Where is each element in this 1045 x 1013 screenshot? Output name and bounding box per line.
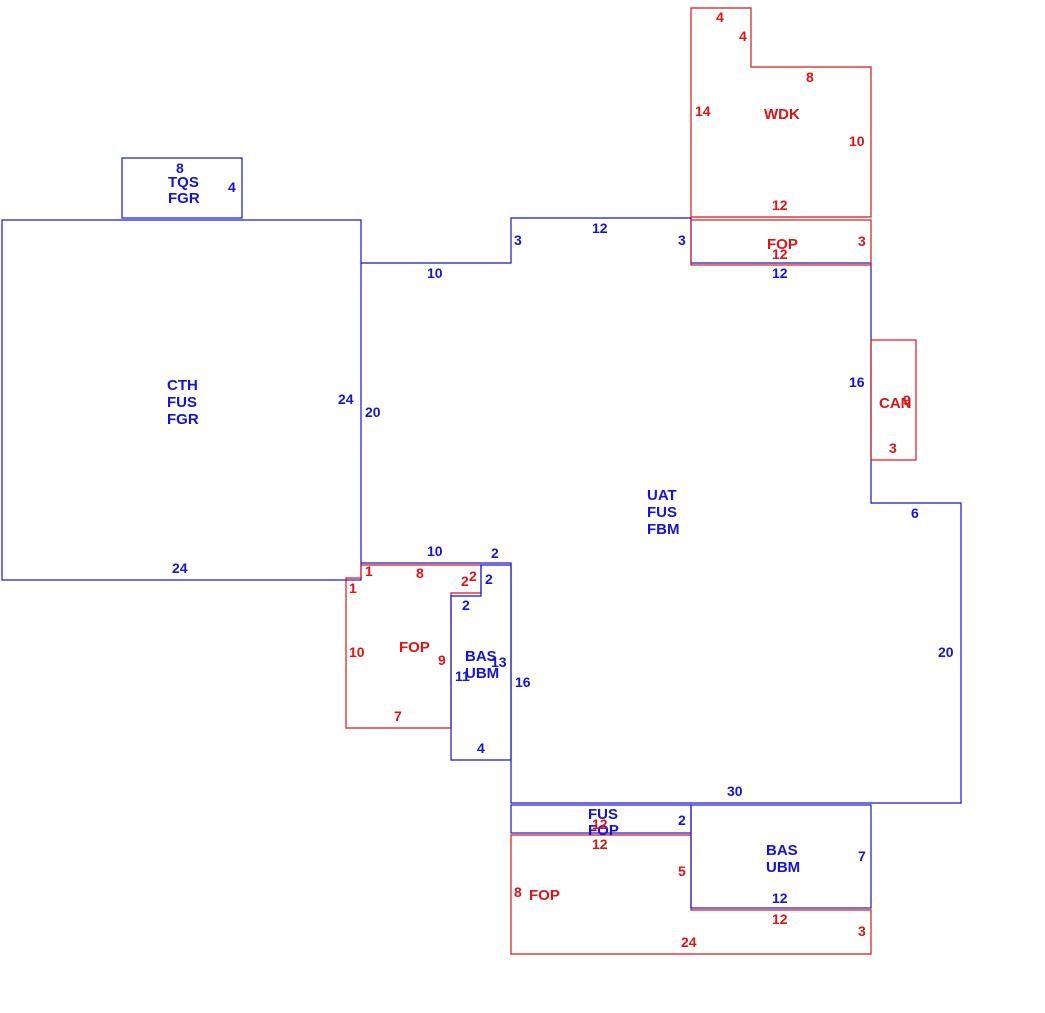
dim-label: 16	[849, 374, 865, 390]
area-fop-top-outline	[690, 219, 872, 266]
dim-label: 3	[858, 233, 866, 249]
dim-label: 8	[806, 69, 814, 85]
area-uat-label-1: UAT	[647, 487, 677, 504]
dim-label: 12	[772, 265, 788, 281]
dim-label: 2	[469, 568, 477, 584]
dim-label: 3	[858, 923, 866, 939]
area-fus-fop-label-1: FUS	[588, 806, 618, 823]
dim-label: 24	[172, 560, 188, 576]
area-bas-right-label-2: UBM	[766, 859, 800, 876]
dim-label: 8	[514, 884, 522, 900]
area-can-label: CAN	[879, 395, 912, 412]
dim-label: 9	[903, 392, 911, 408]
dim-label: 2	[485, 571, 493, 587]
dim-label: 11	[455, 668, 470, 684]
area-bas-right-label-1: BAS	[766, 842, 798, 859]
area-wdk-outline	[690, 7, 872, 218]
area-cth-label-2: FUS	[167, 394, 197, 411]
dim-label: 12	[592, 816, 608, 832]
dim-label: 12	[592, 836, 608, 852]
area-tqs-label-1: TQS	[168, 174, 199, 191]
area-fus-fop-label-2: FOP	[588, 822, 619, 839]
dim-label: 10	[427, 265, 443, 281]
dim-label: 4	[228, 179, 236, 195]
dim-label: 12	[772, 246, 788, 262]
area-wdk-label: WDK	[764, 106, 800, 123]
area-tqs-label-2: FGR	[168, 190, 200, 207]
area-fop-top-label: FOP	[767, 236, 798, 253]
dim-label: 14	[695, 103, 711, 119]
dim-label: 4	[739, 28, 747, 44]
area-tqs-outline	[121, 157, 243, 219]
dim-label: 3	[889, 440, 897, 456]
dim-label: 4	[716, 9, 724, 25]
dim-label: 2	[461, 573, 469, 589]
dim-label: 3	[678, 232, 686, 248]
dim-label: 8	[416, 565, 424, 581]
dim-label: 2	[462, 597, 470, 613]
dim-label: 12	[772, 890, 788, 906]
dim-label: 30	[727, 783, 743, 799]
area-uat-label-3: FBM	[647, 521, 680, 538]
dim-label: 2	[491, 545, 499, 561]
dim-label: 7	[858, 848, 866, 864]
dim-label: 1	[349, 580, 357, 596]
area-bas-right-outline	[690, 804, 872, 909]
area-bas-small-label-1: BAS	[465, 648, 497, 665]
dim-label: 24	[681, 934, 697, 950]
area-cth-label-1: CTH	[167, 377, 198, 394]
dim-label: 3	[514, 232, 522, 248]
area-can-outline	[870, 339, 917, 461]
dim-label: 10	[427, 543, 443, 559]
dim-label: 9	[438, 652, 446, 668]
dim-label: 13	[491, 654, 507, 670]
dim-label: 20	[938, 644, 954, 660]
dim-label: 8	[176, 160, 184, 176]
area-bas-small-label-2: UBM	[465, 665, 499, 682]
dim-label: 12	[772, 197, 788, 213]
dim-label: 12	[592, 220, 608, 236]
dim-label: 16	[515, 674, 531, 690]
area-uat-label-2: FUS	[647, 504, 677, 521]
dim-label: 2	[678, 812, 686, 828]
area-cth-label-3: FGR	[167, 411, 199, 428]
dim-label: 20	[365, 404, 381, 420]
dim-label: 4	[477, 740, 485, 756]
dim-label: 5	[678, 863, 686, 879]
area-bas-small-outline	[450, 564, 512, 761]
dim-label: 10	[349, 644, 365, 660]
dim-label: 1	[365, 563, 373, 579]
area-fop-left-label: FOP	[399, 639, 430, 656]
area-fop-bottom-label: FOP	[529, 887, 560, 904]
dim-label: 6	[911, 505, 919, 521]
area-cth-outline	[1, 219, 362, 581]
dim-label: 12	[772, 911, 788, 927]
dim-label: 7	[394, 708, 402, 724]
dim-label: 24	[338, 391, 354, 407]
dim-label: 10	[849, 133, 865, 149]
